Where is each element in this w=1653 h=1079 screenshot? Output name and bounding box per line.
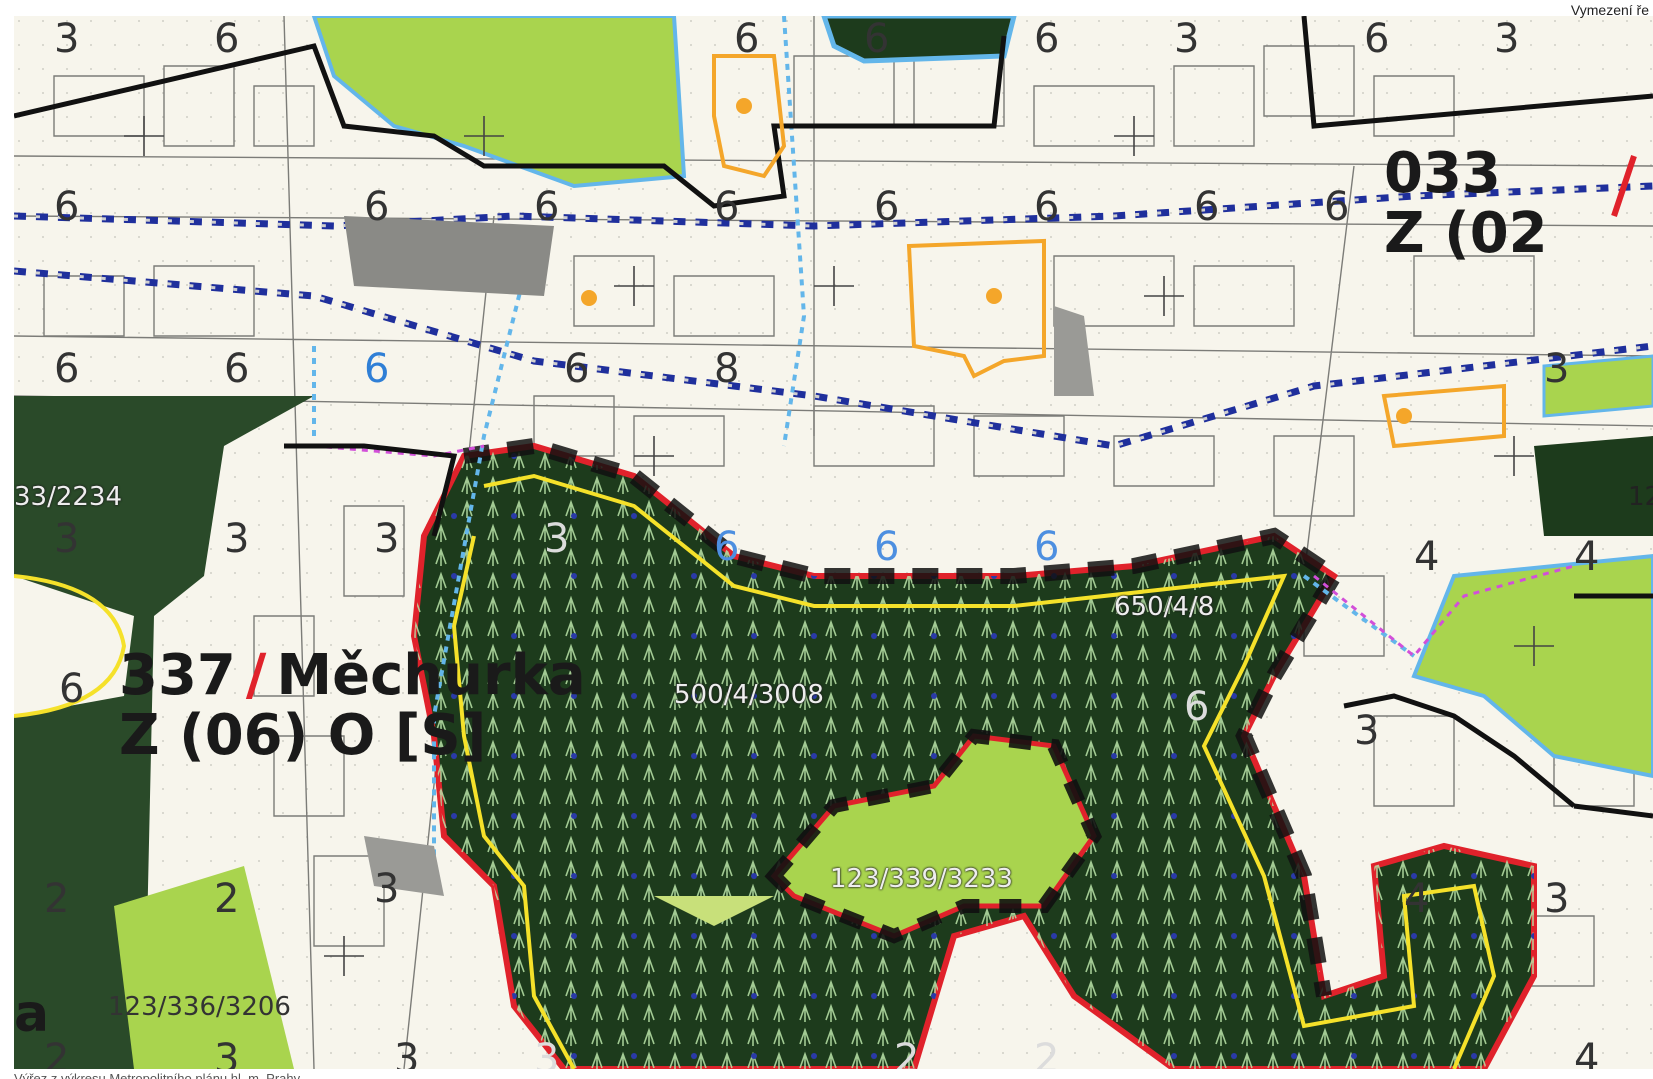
height-code: 2 [214,876,240,922]
height-code: 6 [1034,16,1060,62]
height-code: 6 [1034,184,1060,230]
height-code: 3 [1544,876,1570,922]
light-blue-paths [312,16,1416,876]
height-code: 3 [54,516,80,562]
height-code: 3 [224,516,250,562]
height-code: 3 [54,16,80,62]
block-label-mechurka[interactable]: 337/Měchurka Z (06) O [S] [119,646,586,766]
pond-top [821,16,1017,64]
height-code: 6 [1194,184,1220,230]
block-label-033[interactable]: 033 Z (02 [1384,144,1548,264]
block-name-mechurka: Měchurka [276,643,586,708]
parcel-code: 650/4/8 [1114,592,1215,622]
parcel-code: 500/4/3008 [674,680,824,710]
parcel-code: 33/2234 [14,482,123,512]
height-code: 3 [374,866,400,912]
height-code: 6 [1034,524,1060,570]
height-code: 2 [894,1036,920,1069]
height-code: 4 [1574,534,1600,580]
height-code: 6 [734,16,760,62]
square [344,216,554,296]
height-code: 3 [1174,16,1200,62]
height-code: 6 [59,666,85,712]
height-code: 3 [1494,16,1520,62]
district-boundary [14,16,1653,819]
height-code: 6 [714,524,740,570]
height-code: 6 [1184,684,1210,730]
orange-dots [581,98,1412,424]
height-code: 6 [224,346,250,392]
height-code: 6 [874,524,900,570]
height-code: 6 [364,346,390,392]
meadow-bottom-left [114,866,294,1069]
height-code: 6 [1324,184,1350,230]
forest-left [14,396,314,1069]
height-code: 6 [874,184,900,230]
block-code-033: Z (02 [1384,201,1548,266]
height-code: 3 [394,1036,420,1069]
height-code: 3 [374,516,400,562]
map-canvas[interactable]: 3 6 3 6 6 6 3 6 6 6 6 6 6 6 6 6 6 6 6 6 8 3 3 3 3 3 6 6 6 6 4 4 6 3 3 2 2 3 3 2… [14,16,1653,1069]
footer-caption: Výřez z výkresu Metropolitního plánu hl.… [14,1071,301,1079]
cross-markers [124,116,1554,976]
height-code: 6 [214,16,240,62]
height-code: 4 [1574,1036,1600,1069]
height-code: 3 [534,1036,560,1069]
height-code: 3 [544,516,570,562]
black-dash-border [462,437,1345,998]
height-code: 6 [534,184,560,230]
height-code: 3 [214,1036,240,1069]
height-code: 6 [364,184,390,230]
height-code: 4 [1404,876,1430,922]
block-number-033: 033 [1384,141,1501,206]
height-code: 3 [1354,708,1380,754]
height-code: 3 [1544,346,1570,392]
height-code: 6 [864,16,890,62]
building-outlines [14,16,1653,1069]
height-code: 6 [564,346,590,392]
parcel-code: 123/339/3233 [830,864,1013,894]
yellow-boundary [451,473,1497,1069]
height-code: 8 [714,346,740,392]
route-lines [14,182,1653,450]
fragment-letter: a [14,984,50,1044]
height-code: 6 [1364,16,1390,62]
height-code: 6 [714,184,740,230]
height-code: 4 [1414,534,1440,580]
block-code-mechurka: Z (06) O [S] [119,703,487,768]
parcel-code: 12 [1628,482,1653,512]
height-code: 2 [44,876,70,922]
separator-slash: / [245,643,267,708]
block-number-mechurka: 337 [119,643,236,708]
map-drawing [14,16,1653,1069]
orange-outlines [712,54,1506,449]
height-code: 2 [1034,1036,1060,1069]
height-code: 2 [44,1036,70,1069]
height-code: 6 [54,184,80,230]
header-corner-text: Vymezení ře [1570,2,1649,18]
parcel-code: 123/336/3206 [108,992,291,1022]
height-code: 6 [54,346,80,392]
